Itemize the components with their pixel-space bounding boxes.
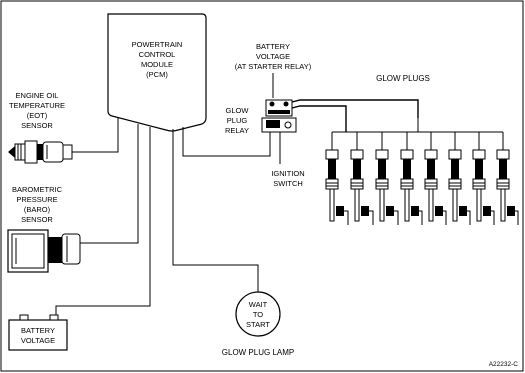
lamp-caption: GLOW PLUG LAMP: [222, 348, 294, 357]
battery-starter-label-1: BATTERY: [256, 42, 290, 51]
pcm-label-1: POWERTRAIN: [132, 40, 183, 49]
relay-label-1: GLOW: [226, 106, 250, 115]
baro-label-1: BAROMETRIC: [12, 185, 63, 194]
glow-plug-harness: GLOW PLUGS: [291, 74, 504, 150]
battery-label-2: VOLTAGE: [21, 336, 55, 345]
relay-label-2: PLUG: [227, 116, 248, 125]
glow-plug-lamp: WAIT TO START GLOW PLUG LAMP: [222, 291, 294, 357]
glow-plug-5: [424, 149, 447, 225]
baro-label-2: PRESSURE: [16, 195, 57, 204]
glow-plug-8: [496, 149, 519, 225]
eot-sensor: ENGINE OIL TEMPERATURE (EOT) SENSOR: [8, 91, 73, 164]
ignition-label-2: SWITCH: [273, 179, 303, 188]
baro-label-3: (BARO): [24, 205, 51, 214]
glow-plug-relay: GLOW PLUG RELAY: [225, 99, 297, 164]
pcm-label-4: (PCM): [146, 70, 168, 79]
lamp-label-2: TO: [253, 310, 263, 319]
lamp-label-3: START: [246, 320, 270, 329]
glow-plug-4: [400, 149, 423, 225]
glow-plugs-label: GLOW PLUGS: [376, 74, 430, 83]
relay-label-3: RELAY: [225, 126, 249, 135]
eot-label-3: (EOT): [27, 111, 48, 120]
battery: BATTERY VOLTAGE: [8, 314, 68, 351]
pcm-label-2: CONTROL: [139, 50, 176, 59]
glow-plug-1: [325, 149, 349, 225]
figure-id: A22232-C: [489, 361, 519, 368]
battery-label-1: BATTERY: [21, 326, 55, 335]
baro-sensor: BAROMETRIC PRESSURE (BARO) SENSOR: [7, 185, 81, 273]
pcm-module: POWERTRAIN CONTROL MODULE (PCM): [107, 13, 207, 132]
eot-label-4: SENSOR: [21, 121, 53, 130]
glow-plug-7: [472, 149, 495, 225]
lamp-label-1: WAIT: [249, 300, 268, 309]
glow-plug-2: [350, 149, 374, 225]
eot-label-2: TEMPERATURE: [9, 101, 65, 110]
glow-plug-6: [448, 149, 471, 225]
battery-starter-label-3: (AT STARTER RELAY): [235, 62, 312, 71]
eot-label-1: ENGINE OIL: [16, 91, 59, 100]
glow-plug-3: [375, 149, 399, 225]
ignition-label-1: IGNITION: [271, 169, 304, 178]
pcm-wires: [55, 118, 271, 320]
pcm-label-3: MODULE: [141, 60, 173, 69]
battery-starter-label-2: VOLTAGE: [256, 52, 290, 61]
battery-starter-label: BATTERY VOLTAGE (AT STARTER RELAY): [235, 42, 312, 98]
baro-label-4: SENSOR: [21, 215, 53, 224]
